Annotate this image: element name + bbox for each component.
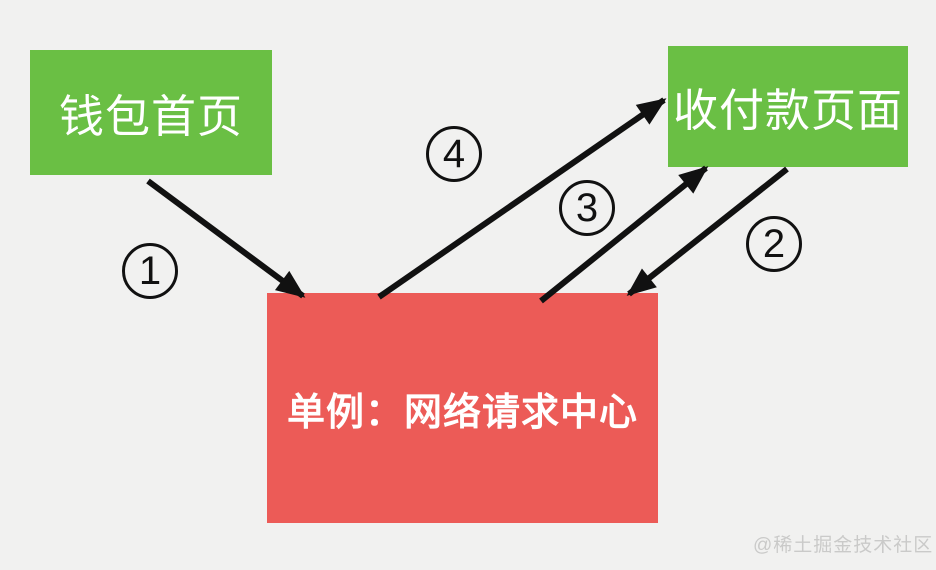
watermark-juejin-community: @稀土掘金技术社区 (753, 535, 934, 556)
node-payment-page-label: 收付款页面 (672, 85, 903, 136)
node-wallet-home-label: 钱包首页 (58, 91, 243, 142)
step-badge-4: 4 (426, 126, 482, 182)
node-network-request-center: 单例：网络请求中心 (267, 293, 658, 523)
step-badge-3: 3 (559, 180, 615, 236)
node-payment-page: 收付款页面 (668, 46, 908, 167)
node-network-request-center-label: 单例：网络请求中心 (286, 391, 638, 434)
step-3-number: 3 (575, 186, 599, 230)
step-2-number: 2 (762, 222, 786, 266)
step-badge-1: 1 (122, 243, 178, 299)
arrow-step4-center-to-payment (377, 97, 667, 300)
step-4-number: 4 (442, 132, 466, 176)
node-wallet-home: 钱包首页 (30, 50, 272, 175)
step-1-number: 1 (138, 249, 162, 293)
step-badge-2: 2 (746, 216, 802, 272)
